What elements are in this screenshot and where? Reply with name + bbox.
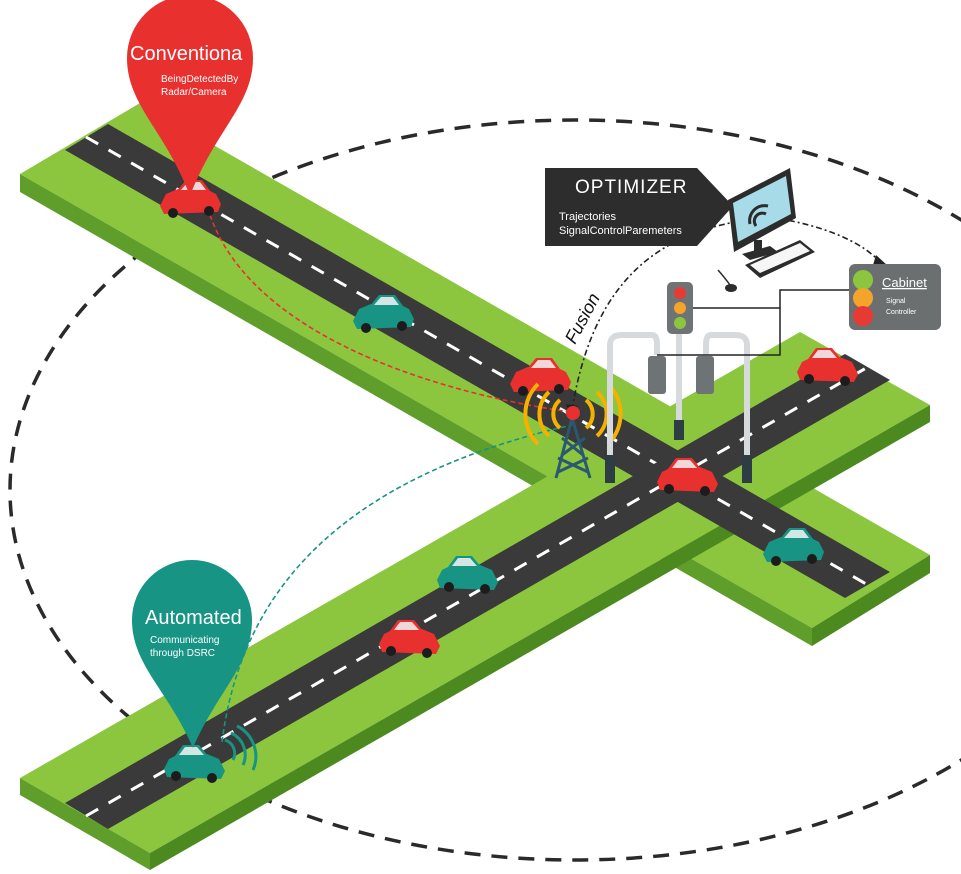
optimizer-line-2: SignalControlParemeters	[559, 225, 682, 237]
computer-monitor-icon	[728, 168, 796, 260]
signal-pole-left	[605, 332, 666, 483]
signal-cable	[693, 289, 850, 309]
radar-detection-path	[209, 214, 571, 413]
conventional-pin-line-2: Radar/Camera	[161, 87, 227, 98]
keyboard-icon	[745, 240, 815, 278]
traffic-light-icon	[667, 282, 693, 440]
dsrc-communication-path	[221, 424, 573, 743]
conventional-pin-line-1: BeingDetectedBy	[161, 74, 238, 85]
conventional-vehicle-pin: Conventiona BeingDetectedBy Radar/Camera	[127, 0, 253, 196]
automated-pin-title: Automated	[145, 607, 242, 629]
conventional-pin-title: Conventiona	[130, 43, 243, 65]
signal-cable-2	[657, 308, 781, 356]
automated-vehicle-pin: Automated Communicating through DSRC	[132, 560, 252, 748]
mouse-icon	[717, 269, 737, 292]
cabinet-line-2: Controller	[886, 309, 917, 316]
dsrc-coverage-ellipse	[8, 118, 961, 862]
optimizer-title: OPTIMIZER	[575, 177, 687, 198]
cabinet-line-1: Signal	[886, 298, 906, 305]
optimizer-banner: OPTIMIZER Trajectories SignalControlPare…	[545, 168, 733, 246]
signal-cabinet: Cabinet Signal Controller	[849, 264, 941, 330]
fusion-label: Fusion	[561, 290, 604, 347]
signal-pole-right	[696, 332, 752, 483]
dsrc-wave-icon	[224, 724, 258, 771]
cabinet-title: Cabinet	[882, 275, 927, 290]
optimizer-line-1: Trajectories	[559, 211, 617, 223]
arrowhead-cabinet	[873, 255, 888, 266]
automated-pin-line-1: Communicating	[150, 635, 219, 646]
automated-pin-line-2: through DSRC	[150, 648, 215, 659]
